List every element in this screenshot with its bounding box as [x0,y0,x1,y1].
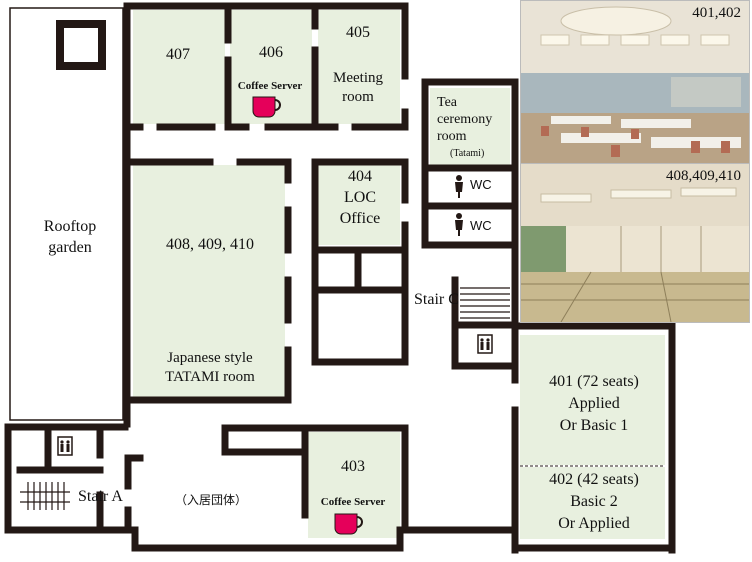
rooftop-garden-label-1: Rooftop [43,218,97,235]
room-405-meeting-label: Meeting [333,70,383,86]
room-404-office-label: Office [339,210,381,227]
room-405-label: 405 [346,24,370,41]
tea-room-label-3: room [437,129,467,144]
room-405-room-label: room [342,89,374,105]
photo-408-409-410: 408,409,410 [520,163,750,323]
photo-label-408-409-410: 408,409,410 [666,168,741,184]
tea-room-fill [430,88,510,166]
photo-label-401-402: 401,402 [692,5,741,21]
stair-c-label: Stair C [414,291,459,308]
tea-room-label-1: Tea [437,95,458,110]
wc-label-1: WC [470,177,492,192]
room-401-label-1: 401 (72 seats) [549,373,639,390]
room-401-label-2: Applied [568,395,620,412]
room-402-label-1: 402 (42 seats) [549,471,639,488]
room-404-label: 404 [348,168,372,185]
rooftop-chimney [56,20,106,70]
room-406-coffee-label: Coffee Server [237,80,303,92]
room-401-label-3: Or Basic 1 [559,417,629,434]
room-404-loc-label: LOC [344,189,376,206]
lobby-label: （入居団体） [175,493,248,507]
stair-a-label: Stair A [78,488,123,505]
wc-label-2: WC [470,218,492,233]
rooftop-garden-label-2: garden [48,239,92,256]
elevator-icon [477,334,493,354]
coffee-cup-icon [334,513,363,535]
tatami-room-fill [133,165,285,397]
rooftop-garden-outline [9,7,124,421]
tatami-room-label-1: Japanese style [167,350,253,366]
stair-c-treads [460,287,510,319]
wc-person-icon [455,213,463,236]
tatami-room-number-label: 408, 409, 410 [166,236,254,253]
room-403-coffee-label: Coffee Server [320,496,386,508]
room-401-fill [520,335,665,465]
coffee-cup-icon [252,96,281,118]
room-403-label: 403 [341,458,365,475]
room-407-label: 407 [166,46,190,63]
room-402-fill [520,467,665,539]
room-402-label-3: Or Applied [558,515,630,532]
tea-room-label-2: ceremony [437,112,493,127]
tea-room-label-4: (Tatami) [450,148,485,159]
photo-401-402: 401,402 [520,0,750,164]
room-402-label-2: Basic 2 [570,493,618,510]
tatami-room-label-2: TATAMI room [165,369,255,385]
room-404-fill [318,165,400,245]
room-406-label: 406 [259,44,283,61]
wc-person-icon [455,175,463,198]
room-407-fill [133,10,225,124]
stair-a-treads [20,482,70,510]
elevator-icon [57,436,73,456]
room-405-fill [318,10,400,124]
